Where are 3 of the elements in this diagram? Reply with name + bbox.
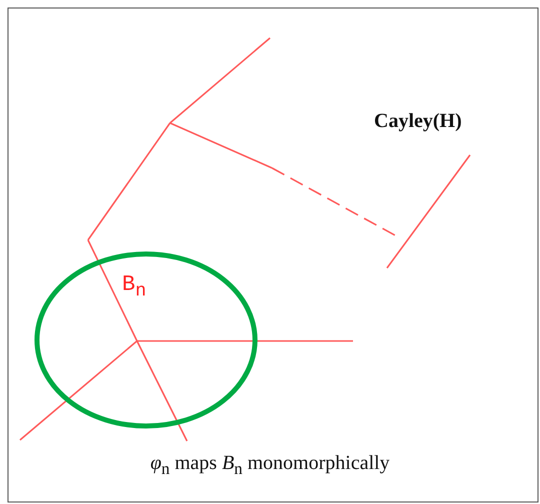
ball-label: B$_{n}$: [122, 272, 146, 302]
caption: φ$_{n}$ maps B$_{n}$ monomorphically: [149, 452, 391, 479]
graph-label: Cayley(H): [374, 110, 462, 133]
